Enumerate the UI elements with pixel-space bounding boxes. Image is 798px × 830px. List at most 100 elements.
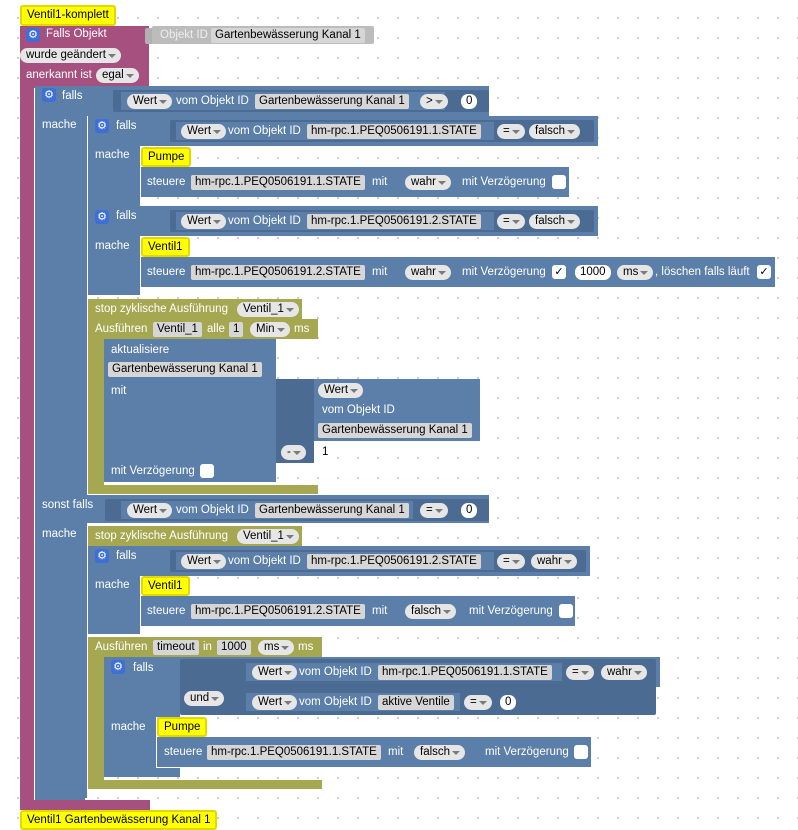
trigger-object-field[interactable]: Gartenbewässerung Kanal 1 <box>211 28 365 43</box>
object-field[interactable]: Gartenbewässerung Kanal 1 <box>318 423 472 438</box>
object-field[interactable]: hm-rpc.1.PEQ0506191.1.STATE <box>307 124 481 139</box>
vom-objekt-id-label: vom Objekt ID <box>322 404 395 416</box>
vom-objekt-id-label: vom Objekt ID <box>299 666 372 678</box>
unit-dropdown[interactable]: ms <box>617 265 654 280</box>
value-dropdown[interactable]: wahr <box>531 554 577 569</box>
falls-label: falls <box>116 210 137 222</box>
gear-icon[interactable]: ⚙ <box>95 549 109 563</box>
operator-dropdown[interactable]: = <box>497 124 525 139</box>
vom-objekt-id-label: vom Objekt ID <box>176 95 249 107</box>
comment-note[interactable]: Ventil1 <box>141 576 190 596</box>
timeout-value-field[interactable]: 1000 <box>217 640 251 655</box>
operator-dropdown[interactable]: = <box>566 665 594 680</box>
wurde-geaendert-dropdown[interactable]: wurde geändert <box>20 48 121 63</box>
object-field[interactable]: hm-rpc.1.PEQ0506191.2.STATE <box>307 214 481 229</box>
interval-name-field[interactable]: Ventil_1 <box>153 322 202 337</box>
ms-label: ms <box>294 323 310 335</box>
comment-note[interactable]: Pumpe <box>141 147 192 167</box>
vom-objekt-id-label: vom Objekt ID <box>228 555 301 567</box>
number-field[interactable]: 0 <box>500 695 517 710</box>
falls-label: falls <box>62 90 83 102</box>
mache-label: mache <box>95 240 130 252</box>
falls-label: falls <box>133 662 154 674</box>
operator-dropdown[interactable]: > <box>420 94 448 109</box>
wert-dropdown[interactable]: Wert <box>181 214 227 229</box>
number-field[interactable]: 0 <box>461 94 478 109</box>
object-field[interactable]: Gartenbewässerung Kanal 1 <box>108 362 262 377</box>
delay-checkbox[interactable] <box>552 175 566 189</box>
gear-icon[interactable]: ⚙ <box>111 660 125 674</box>
interval-unit-dropdown[interactable]: Min <box>250 322 290 337</box>
logic-operator-dropdown[interactable]: und <box>184 691 225 706</box>
top-comment-note[interactable]: Ventil1-komplett <box>20 5 116 26</box>
operator-dropdown[interactable]: = <box>420 503 448 518</box>
delay-value-field[interactable]: 1000 <box>575 265 611 280</box>
wert-dropdown[interactable]: Wert <box>127 503 173 518</box>
interval-value-field[interactable]: 1 <box>229 322 244 337</box>
if-block-spine <box>35 116 87 501</box>
wert-dropdown[interactable]: Wert <box>318 383 364 398</box>
comment-note[interactable]: Pumpe <box>157 717 208 737</box>
number-field[interactable]: 1 <box>317 445 334 460</box>
object-field[interactable]: aktive Ventile <box>378 695 454 710</box>
value-dropdown[interactable]: falsch <box>529 124 581 139</box>
egal-dropdown[interactable]: egal <box>96 68 139 83</box>
clear-running-checkbox[interactable]: ✓ <box>757 265 771 279</box>
bottom-comment-note[interactable]: Ventil1 Gartenbewässerung Kanal 1 <box>20 810 218 830</box>
steuere-label: steuere <box>147 605 186 617</box>
value-dropdown[interactable]: falsch <box>529 214 581 229</box>
wert-dropdown[interactable]: Wert <box>252 695 298 710</box>
stop-cycle-label: stop zyklische Ausführung <box>95 530 228 542</box>
timeout-block-spine <box>88 657 104 787</box>
object-field[interactable]: hm-rpc.1.PEQ0506191.1.STATE <box>191 175 365 190</box>
value-dropdown[interactable]: wahr <box>601 665 647 680</box>
value-dropdown[interactable]: wahr <box>405 175 451 190</box>
ausfuehren-label: Ausführen <box>95 323 148 335</box>
mache-label: mache <box>95 579 130 591</box>
gear-icon[interactable]: ⚙ <box>26 28 40 42</box>
delay-checkbox[interactable] <box>200 464 214 478</box>
wert-dropdown[interactable]: Wert <box>181 124 227 139</box>
math-operator-dropdown[interactable]: - <box>281 445 306 460</box>
ms-label: ms <box>298 641 314 653</box>
vom-objekt-id-label: vom Objekt ID <box>228 215 301 227</box>
gear-icon[interactable]: ⚙ <box>42 88 56 102</box>
wert-dropdown[interactable]: Wert <box>252 665 298 680</box>
value-dropdown[interactable]: falsch <box>414 745 466 760</box>
timeout-unit-dropdown[interactable]: ms <box>258 640 295 655</box>
operator-dropdown[interactable]: = <box>464 695 492 710</box>
gear-icon[interactable]: ⚙ <box>95 119 109 133</box>
mit-label: mit <box>372 266 388 278</box>
event-input-connector <box>145 28 155 44</box>
schedule-name-dropdown[interactable]: Ventil_1 <box>237 529 299 544</box>
value-dropdown[interactable]: wahr <box>405 265 451 280</box>
inner-if-footer <box>88 198 140 206</box>
mit-label: mit <box>372 176 388 188</box>
object-field[interactable]: Gartenbewässerung Kanal 1 <box>255 503 409 518</box>
mit-verzoegerung-label: mit Verzögerung <box>462 176 546 188</box>
object-field[interactable]: hm-rpc.1.PEQ0506191.2.STATE <box>307 554 481 569</box>
timeout-name-field[interactable]: timeout <box>153 640 199 655</box>
schedule-name-dropdown[interactable]: Ventil_1 <box>237 302 299 317</box>
value-dropdown[interactable]: falsch <box>405 604 457 619</box>
delay-checkbox[interactable] <box>574 745 588 759</box>
delay-checkbox[interactable] <box>559 604 573 618</box>
wert-dropdown[interactable]: Wert <box>127 94 173 109</box>
if-block-spine-2 <box>35 523 87 798</box>
update-block[interactable] <box>104 339 276 482</box>
object-field[interactable]: hm-rpc.1.PEQ0506191.2.STATE <box>191 604 365 619</box>
object-field[interactable]: hm-rpc.1.PEQ0506191.2.STATE <box>191 265 365 280</box>
object-field[interactable]: Gartenbewässerung Kanal 1 <box>255 94 409 109</box>
object-field[interactable]: hm-rpc.1.PEQ0506191.1.STATE <box>207 745 381 760</box>
gear-icon[interactable]: ⚙ <box>95 210 109 224</box>
mache-label: mache <box>42 119 77 131</box>
falls-label: falls <box>116 120 137 132</box>
wert-dropdown[interactable]: Wert <box>181 554 227 569</box>
operator-dropdown[interactable]: = <box>497 214 525 229</box>
in-label: in <box>203 641 212 653</box>
object-field[interactable]: hm-rpc.1.PEQ0506191.1.STATE <box>378 665 552 680</box>
operator-dropdown[interactable]: = <box>497 554 525 569</box>
number-field[interactable]: 0 <box>461 503 478 518</box>
comment-note[interactable]: Ventil1 <box>141 237 190 257</box>
delay-checkbox[interactable]: ✓ <box>552 265 566 279</box>
